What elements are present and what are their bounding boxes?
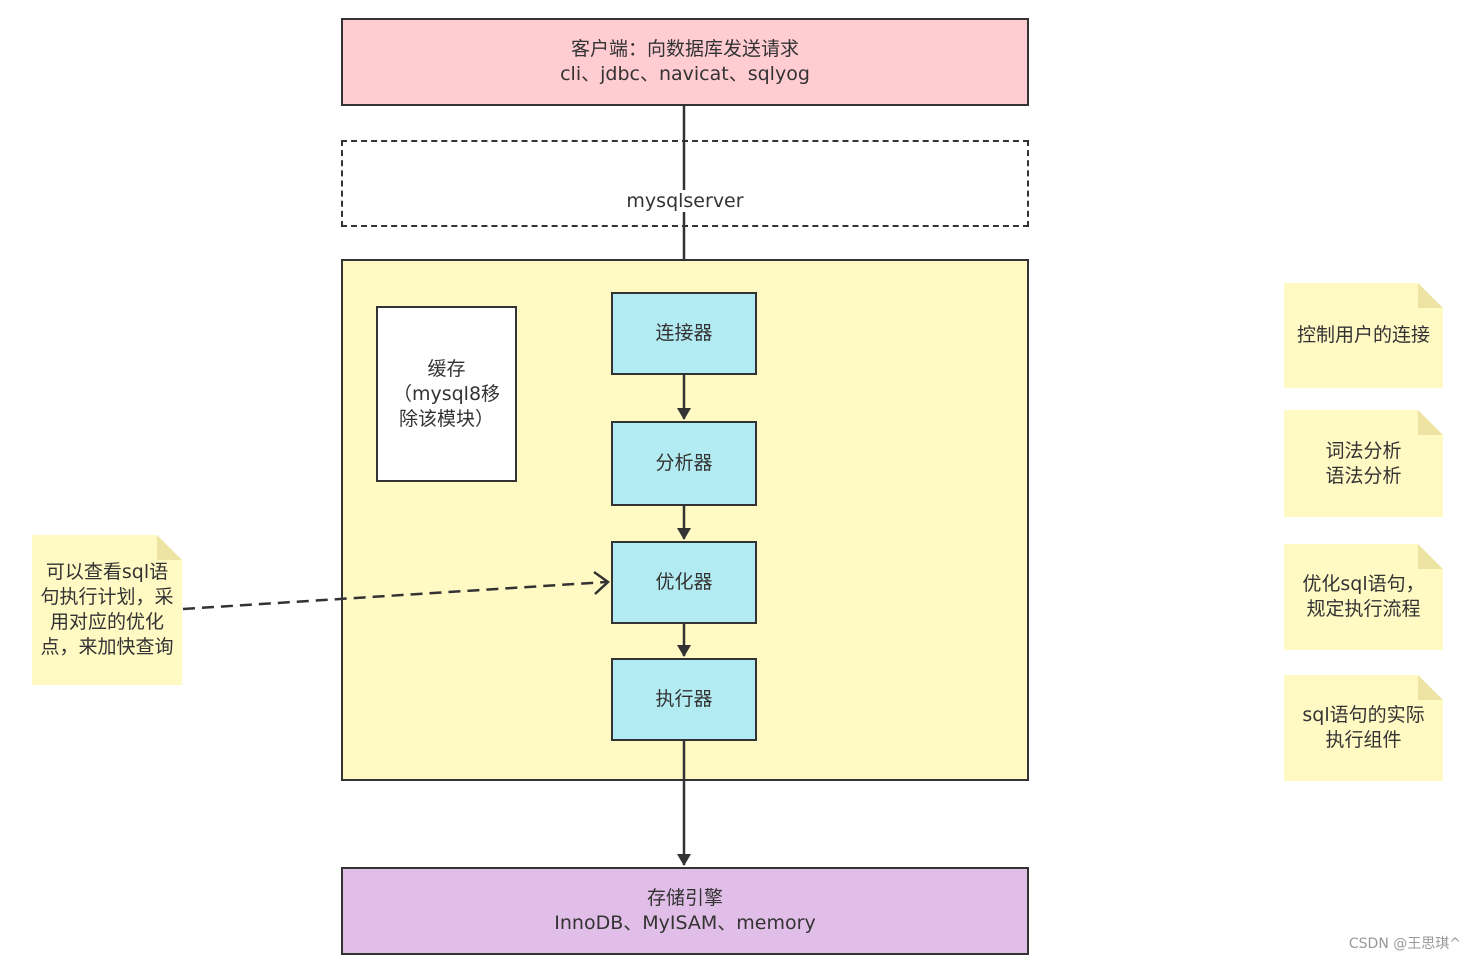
- cache-box: 缓存（mysql8移除该模块）: [376, 306, 517, 482]
- mysqlserver-boundary: mysqlserver: [341, 140, 1029, 227]
- note-connector-text: 控制用户的连接: [1296, 324, 1430, 346]
- storage-engine-box: 存储引擎 InnoDB、MyISAM、memory: [341, 867, 1029, 955]
- connector-label: 连接器: [655, 322, 713, 344]
- note-optimizer-text: 优化sql语句，规定执行流程: [1302, 573, 1425, 620]
- cache-label: 缓存（mysql8移除该模块）: [392, 357, 501, 430]
- executor-box: 执行器: [611, 658, 757, 741]
- watermark: CSDN @王思琪^: [1348, 936, 1461, 952]
- note-optimizer: 优化sql语句，规定执行流程: [1284, 544, 1443, 650]
- note-analyzer-text: 词法分析 语法分析: [1325, 439, 1402, 487]
- optimizer-label: 优化器: [655, 571, 713, 593]
- dashed-arrow-note-to-optimizer: [182, 580, 607, 611]
- engine-types: InnoDB、MyISAM、memory: [554, 912, 816, 934]
- engine-title: 存储引擎: [646, 887, 723, 909]
- analyzer-box: 分析器: [611, 421, 757, 506]
- note-executor: sql语句的实际执行组件: [1284, 675, 1443, 781]
- server-label: mysqlserver: [623, 190, 747, 212]
- executor-label: 执行器: [655, 688, 713, 710]
- note-connector: 控制用户的连接: [1284, 283, 1443, 388]
- client-box: 客户端：向数据库发送请求 cli、jdbc、navicat、sqlyog: [341, 18, 1029, 106]
- connector-box: 连接器: [611, 292, 757, 375]
- note-analyzer: 词法分析 语法分析: [1284, 410, 1443, 517]
- client-title: 客户端：向数据库发送请求: [570, 38, 799, 60]
- optimizer-box: 优化器: [611, 541, 757, 624]
- note-left-text: 可以查看sql语句执行计划，采用对应的优化点，来加快查询: [40, 561, 174, 658]
- note-optimizer-explain: 可以查看sql语句执行计划，采用对应的优化点，来加快查询: [32, 535, 182, 685]
- analyzer-label: 分析器: [655, 452, 713, 474]
- open-arrowhead: [593, 570, 610, 595]
- note-executor-text: sql语句的实际执行组件: [1302, 704, 1425, 751]
- client-tools: cli、jdbc、navicat、sqlyog: [560, 63, 810, 85]
